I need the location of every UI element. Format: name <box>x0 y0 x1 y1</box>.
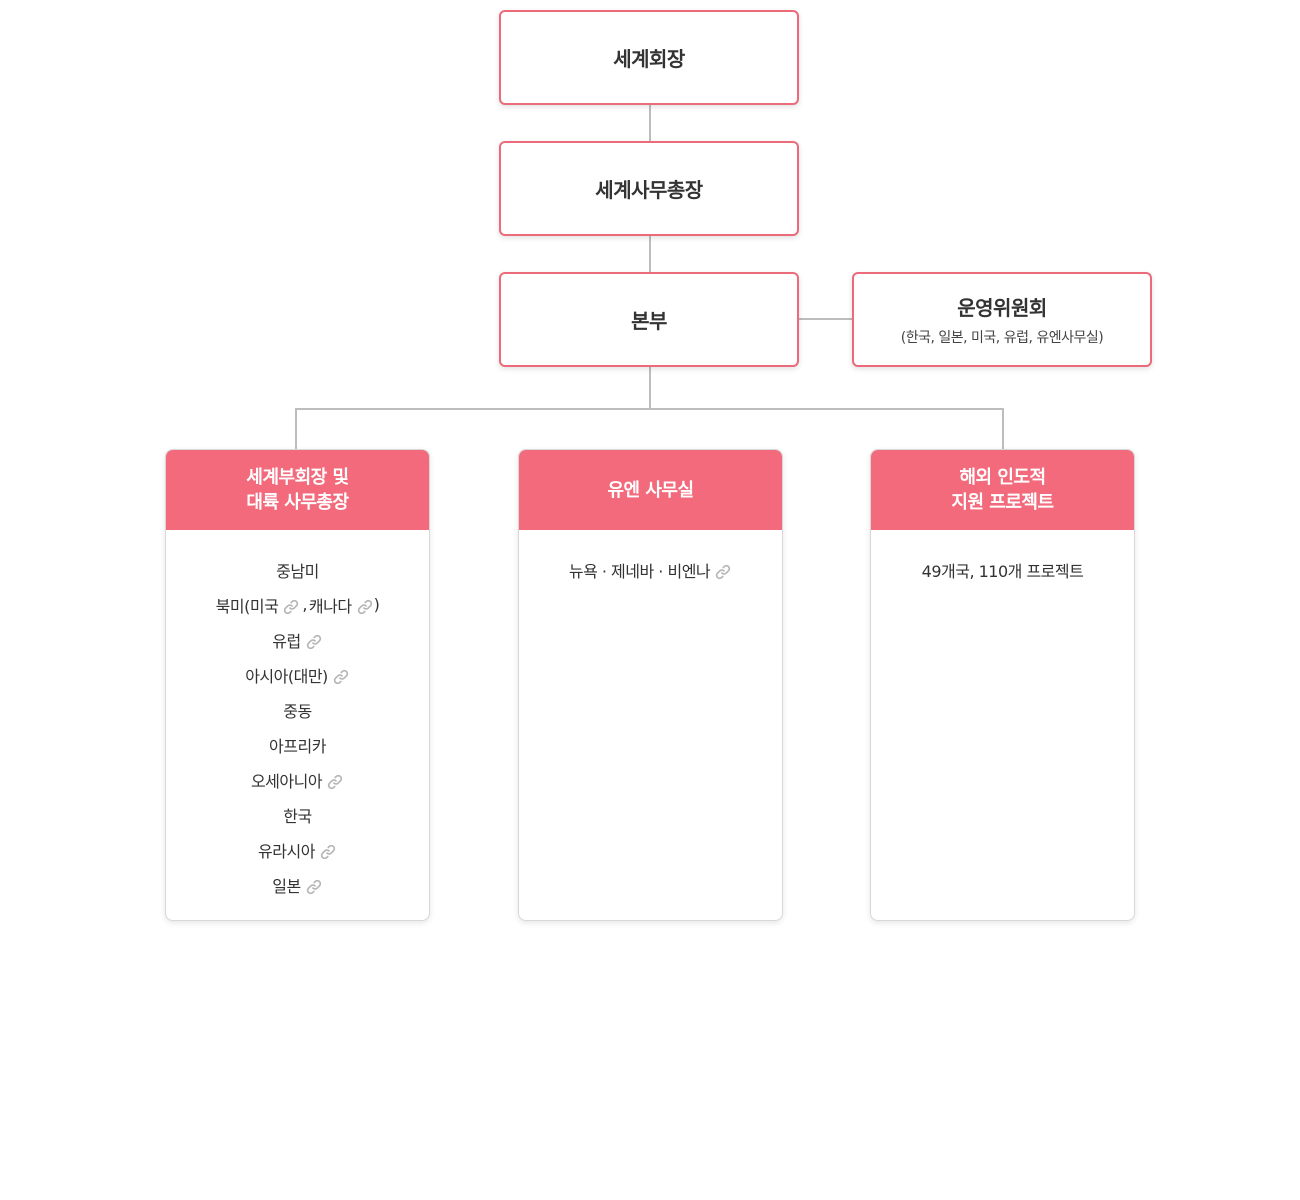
connector-branch-left <box>295 408 297 450</box>
card-continental-list: 중남미 북미( 미국 , 캐나다 ) 유럽 아시아(대만) 중동 아프리카 오세… <box>166 530 429 902</box>
connector-branch-right <box>1002 408 1004 450</box>
card-overseas-header: 해외 인도적 지원 프로젝트 <box>871 450 1134 530</box>
link-un-office[interactable]: 뉴욕 · 제네바 · 비엔나 <box>569 558 732 582</box>
link-icon <box>320 844 336 860</box>
list-item-africa: 아프리카 <box>166 727 429 762</box>
connector-horizontal-branch <box>295 408 1004 410</box>
list-item-label: 아시아(대만) <box>245 666 328 686</box>
list-item-north-america: 북미( 미국 , 캐나다 ) <box>166 587 429 622</box>
link-eurasia[interactable]: 유라시아 <box>258 838 337 862</box>
list-item-prefix: 북미( <box>215 596 251 616</box>
list-item-label: 일본 <box>272 876 301 896</box>
card-overseas-title-line2: 지원 프로젝트 <box>951 492 1054 513</box>
card-un-office: 유엔 사무실 뉴욕 · 제네바 · 비엔나 <box>518 449 783 921</box>
card-continental-header: 세계부회장 및 대륙 사무총장 <box>166 450 429 530</box>
link-usa-label: 미국 <box>249 596 279 616</box>
card-continental-title-line2: 대륙 사무총장 <box>246 492 349 513</box>
link-asia[interactable]: 아시아(대만) <box>245 663 350 687</box>
list-item-label: 한국 <box>283 806 312 826</box>
node-secretary-general-title: 세계사무총장 <box>595 178 703 202</box>
node-president-title: 세계회장 <box>613 47 685 71</box>
list-item-korea: 한국 <box>166 797 429 832</box>
list-item-project-count: 49개국, 110개 프로젝트 <box>871 552 1134 587</box>
list-item-label: 중남미 <box>276 561 319 581</box>
node-steering-committee[interactable]: 운영위원회 (한국, 일본, 미국, 유럽, 유엔사무실) <box>852 272 1152 367</box>
list-item-un-cities: 뉴욕 · 제네바 · 비엔나 <box>519 552 782 587</box>
node-president[interactable]: 세계회장 <box>499 10 799 105</box>
link-usa[interactable]: 미국 <box>250 593 300 617</box>
node-steering-committee-subtitle: (한국, 일본, 미국, 유럽, 유엔사무실) <box>900 330 1104 346</box>
card-overseas-projects: 해외 인도적 지원 프로젝트 49개국, 110개 프로젝트 <box>870 449 1135 921</box>
list-item-label: 아프리카 <box>269 736 326 756</box>
list-item-label: 오세아니아 <box>250 771 323 791</box>
list-item-latin-america: 중남미 <box>166 552 429 587</box>
list-item-label: 중동 <box>283 701 312 721</box>
card-un-office-list: 뉴욕 · 제네바 · 비엔나 <box>519 530 782 587</box>
link-icon <box>306 634 321 650</box>
connector-secretary-hq <box>649 235 651 273</box>
list-item-label: 유럽 <box>272 631 301 651</box>
link-icon <box>333 669 348 685</box>
link-canada-label: 캐나다 <box>308 596 352 616</box>
card-overseas-list: 49개국, 110개 프로젝트 <box>871 530 1134 587</box>
list-item-eurasia: 유라시아 <box>166 832 429 867</box>
link-icon <box>284 599 299 615</box>
link-canada[interactable]: 캐나다 <box>309 593 374 617</box>
list-item-label: 뉴욕 · 제네바 · 비엔나 <box>568 561 711 581</box>
link-icon <box>715 564 731 580</box>
link-europe[interactable]: 유럽 <box>272 628 322 652</box>
list-item-suffix: ) <box>373 595 380 614</box>
list-item-oceania: 오세아니아 <box>166 762 429 797</box>
connector-president-secretary <box>649 104 651 142</box>
card-continental: 세계부회장 및 대륙 사무총장 중남미 북미( 미국 , 캐나다 ) 유럽 아시… <box>165 449 430 921</box>
node-headquarters[interactable]: 본부 <box>499 272 799 367</box>
connector-hq-committee <box>798 318 852 320</box>
card-overseas-title-line1: 해외 인도적 <box>959 467 1046 488</box>
link-japan[interactable]: 일본 <box>272 873 322 897</box>
list-item-middle-east: 중동 <box>166 692 429 727</box>
list-item-label: 유라시아 <box>258 841 315 861</box>
card-un-office-header: 유엔 사무실 <box>519 450 782 530</box>
link-icon <box>306 879 321 895</box>
card-continental-title-line1: 세계부회장 및 <box>246 467 349 488</box>
list-item-europe: 유럽 <box>166 622 429 657</box>
list-item-label: 49개국, 110개 프로젝트 <box>921 561 1084 581</box>
list-item-separator: , <box>302 595 307 614</box>
link-icon <box>327 774 343 790</box>
node-headquarters-title: 본부 <box>631 309 667 333</box>
card-un-office-title: 유엔 사무실 <box>607 479 694 501</box>
link-oceania[interactable]: 오세아니아 <box>251 768 344 792</box>
list-item-asia: 아시아(대만) <box>166 657 429 692</box>
node-secretary-general[interactable]: 세계사무총장 <box>499 141 799 236</box>
list-item-japan: 일본 <box>166 867 429 902</box>
link-icon <box>357 599 372 615</box>
connector-hq-down <box>649 366 651 409</box>
node-steering-committee-title: 운영위원회 <box>957 296 1047 320</box>
